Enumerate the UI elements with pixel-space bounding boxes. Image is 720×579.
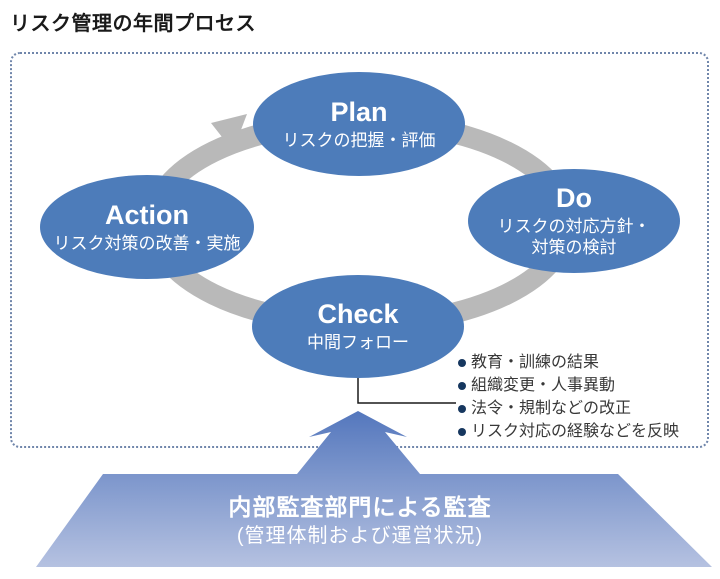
audit-banner: 内部監査部門による監査 (管理体制および運営状況) <box>0 492 720 550</box>
bullet-dot-icon <box>458 428 466 436</box>
list-item: 組織変更・人事異動 <box>458 374 679 397</box>
node-action-label: Action <box>105 199 189 230</box>
audit-banner-subtitle: (管理体制および運営状況) <box>236 525 484 547</box>
bullet-dot-icon <box>458 405 466 413</box>
cycle-node-do: Do リスクの対応方針・対策の検討 <box>468 169 680 273</box>
note-text: 教育・訓練の結果 <box>471 354 600 371</box>
note-text: リスク対応の経験などを反映 <box>471 423 680 440</box>
page-title: リスク管理の年間プロセス <box>10 13 256 35</box>
note-text: 組織変更・人事異動 <box>471 377 616 394</box>
node-do-sublabel: リスクの対応方針・対策の検討 <box>497 217 651 257</box>
node-plan-label: Plan <box>330 96 388 127</box>
list-item: 教育・訓練の結果 <box>458 351 679 374</box>
node-action-sublabel: リスク対策の改善・実施 <box>53 233 241 253</box>
cycle-node-action: Action リスク対策の改善・実施 <box>40 175 254 279</box>
bullet-dot-icon <box>458 382 466 390</box>
note-text: 法令・規制などの改正 <box>471 400 632 417</box>
list-item: リスク対応の経験などを反映 <box>458 420 679 443</box>
list-item: 法令・規制などの改正 <box>458 397 679 420</box>
bullet-dot-icon <box>458 359 466 367</box>
node-do-label: Do <box>556 183 592 213</box>
node-check-sublabel: 中間フォロー <box>307 333 409 352</box>
node-check-label: Check <box>317 299 399 329</box>
cycle-node-plan: Plan リスクの把握・評価 <box>253 72 465 176</box>
audit-input-notes: 教育・訓練の結果 組織変更・人事異動 法令・規制などの改正 リスク対応の経験など… <box>458 351 679 443</box>
audit-banner-title: 内部監査部門による監査 <box>228 494 492 520</box>
cycle-node-check: Check 中間フォロー <box>252 275 464 378</box>
node-plan-sublabel: リスクの把握・評価 <box>282 130 436 150</box>
